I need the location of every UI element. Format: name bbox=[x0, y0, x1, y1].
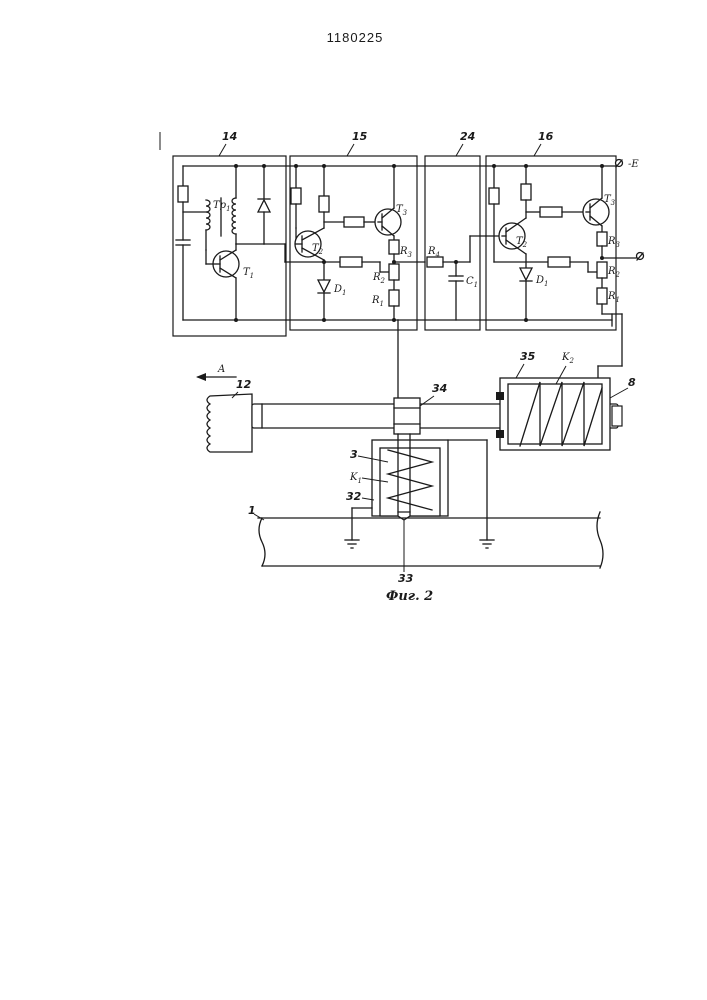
b16-resistor-left bbox=[489, 188, 499, 204]
figure-caption: Фиг. 2 bbox=[386, 589, 433, 604]
b15-resistor-r3 bbox=[389, 240, 399, 254]
block-15-label: 15 bbox=[352, 130, 368, 143]
b16-resistor-r3 bbox=[597, 232, 607, 246]
b15-r2-label: R2 bbox=[372, 272, 386, 285]
b16-resistor-r1 bbox=[597, 288, 607, 304]
b16-r2-label: R2 bbox=[607, 266, 621, 279]
b15-r1-label: R1 bbox=[371, 295, 384, 308]
part-32-label: 32 bbox=[346, 490, 362, 503]
mechanism: A 12 34 35 K2 8 bbox=[196, 350, 636, 585]
b15-diode-d1 bbox=[318, 280, 330, 292]
b15-resistor-collector bbox=[319, 196, 329, 212]
transformer-secondary bbox=[232, 198, 236, 234]
b16-r1-label: R1 bbox=[607, 291, 620, 304]
b15-resistor-left bbox=[291, 188, 301, 204]
part-12-block bbox=[207, 394, 252, 452]
supply-label: -E bbox=[628, 159, 639, 170]
block-labels: 14 15 24 16 bbox=[219, 130, 554, 156]
b14-diode bbox=[258, 200, 270, 212]
coil-k2-label: K2 bbox=[561, 352, 574, 365]
part-34-label: 34 bbox=[432, 382, 447, 395]
workpiece-left-break bbox=[259, 518, 265, 566]
part-8-label: 8 bbox=[628, 376, 636, 389]
b15-resistor-r2 bbox=[389, 264, 399, 280]
workpiece-right-break bbox=[597, 512, 603, 568]
b15-d1-label: D1 bbox=[333, 284, 347, 297]
b15-resistor-feedback bbox=[340, 257, 362, 267]
block-24-frame bbox=[425, 156, 480, 330]
b15-r3-label: R3 bbox=[399, 246, 413, 259]
b14-transformer-label: Тр1 bbox=[213, 200, 231, 213]
b16-r3-label: R3 bbox=[607, 236, 621, 249]
block-14-label: 14 bbox=[222, 130, 237, 143]
b15-resistor-base bbox=[344, 217, 364, 227]
block-14-frame bbox=[173, 156, 286, 336]
b14-resistor bbox=[178, 186, 188, 202]
b15-resistor-r1 bbox=[389, 290, 399, 306]
direction-label: A bbox=[217, 364, 225, 375]
b16-resistor-base bbox=[540, 207, 562, 217]
part-35-label: 35 bbox=[520, 350, 536, 363]
coupling-34 bbox=[394, 398, 420, 434]
block-15-circuit bbox=[285, 164, 425, 322]
shaft-end bbox=[612, 406, 622, 426]
block-14-circuit bbox=[176, 164, 286, 322]
b16-diode-d1 bbox=[520, 268, 532, 280]
block-16-label: 16 bbox=[538, 130, 554, 143]
b14-t1-label: T1 bbox=[243, 267, 254, 280]
block-24-label: 24 bbox=[460, 130, 475, 143]
part-3-label: 3 bbox=[350, 448, 358, 461]
part-1-label: 1 bbox=[248, 504, 256, 517]
b16-d1-label: D1 bbox=[535, 275, 549, 288]
transformer-primary bbox=[206, 200, 210, 230]
supply-rail: -E bbox=[183, 159, 639, 170]
block-24-circuit bbox=[427, 236, 486, 320]
coil-k1-label: K1 bbox=[349, 472, 362, 485]
probe-tip-33 bbox=[398, 512, 410, 520]
b16-resistor-r2 bbox=[597, 262, 607, 278]
b16-resistor-feedback bbox=[548, 257, 570, 267]
part-12-label: 12 bbox=[236, 378, 252, 391]
b16-resistor-collector bbox=[521, 184, 531, 200]
part-33-label: 33 bbox=[398, 572, 414, 585]
b24-c1-label: C1 bbox=[466, 276, 478, 289]
